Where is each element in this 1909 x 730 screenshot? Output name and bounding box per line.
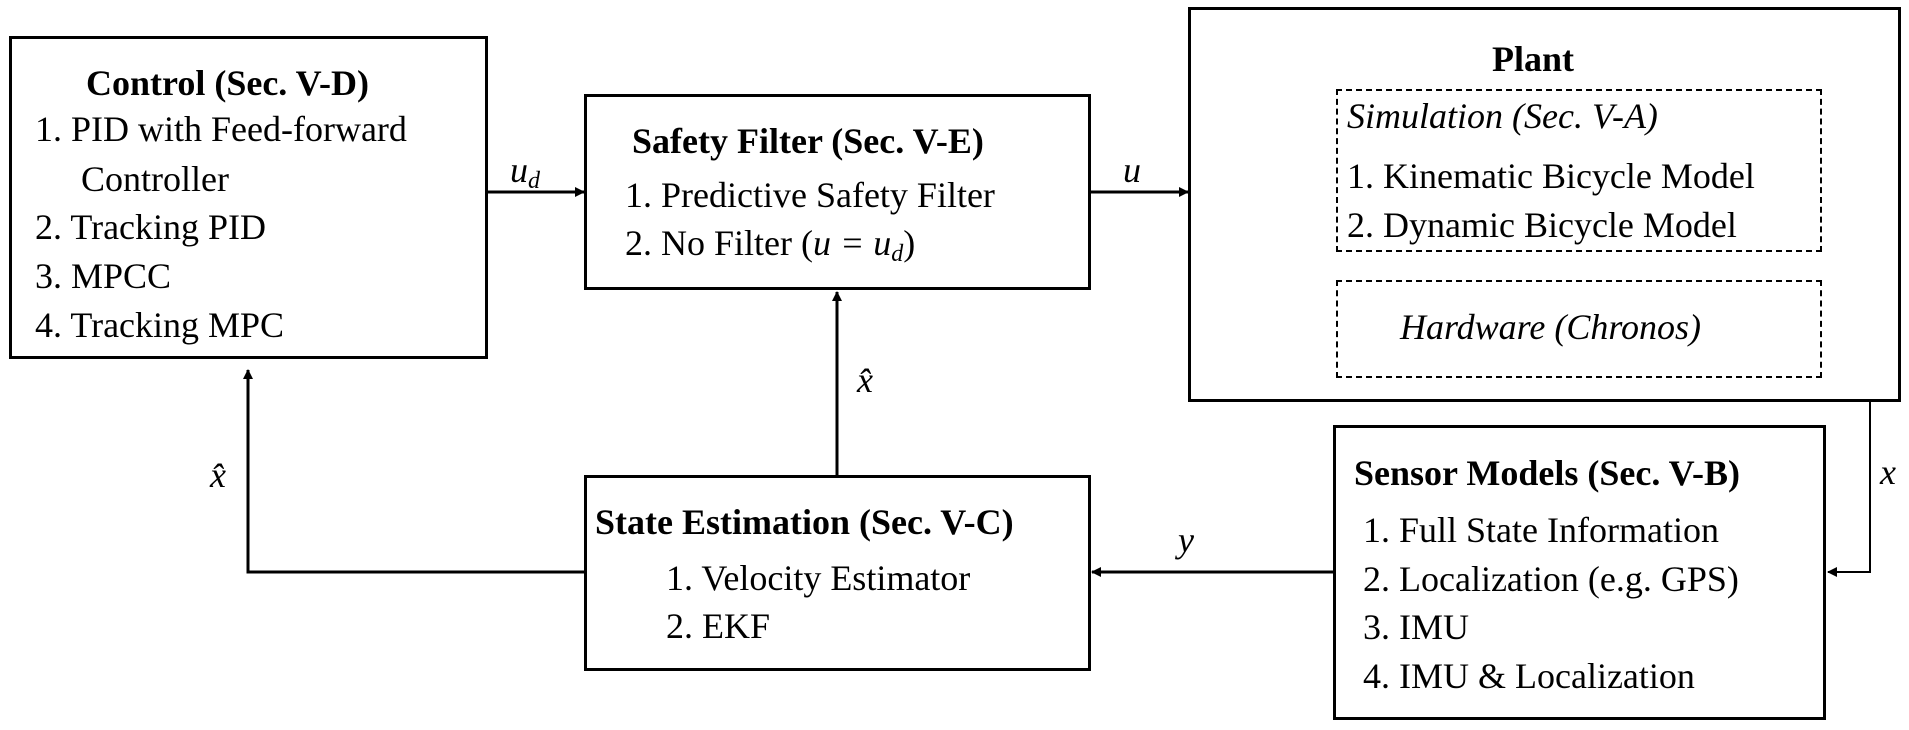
signal-xhat-middle-label: x̂ (857, 360, 873, 400)
simulation-box: Simulation (Sec. V-A) 1. Kinematic Bicyc… (1336, 89, 1822, 252)
sensor-models-item-2: 2. Localization (e.g. GPS) (1363, 559, 1739, 599)
simulation-item-1: 1. Kinematic Bicycle Model (1347, 156, 1755, 196)
plant-title: Plant (1492, 39, 1575, 79)
control-item-2: 2. Tracking PID (35, 207, 267, 247)
sensor-models-item-1: 1. Full State Information (1363, 510, 1719, 550)
hardware-label: Hardware (Chronos) (1400, 307, 1702, 347)
control-item-4: 4. Tracking MPC (35, 305, 285, 345)
simulation-title: Simulation (Sec. V-A) (1347, 96, 1658, 136)
state-estimation-block: State Estimation (Sec. V-C) 1. Velocity … (584, 475, 1091, 671)
signal-y-label: y (1178, 520, 1194, 560)
safety-filter-title: Safety Filter (Sec. V-E) (632, 121, 984, 161)
control-item-1-cont: Controller (81, 159, 229, 199)
no-filter-math: u = u (812, 223, 892, 263)
state-estimation-item-1: 1. Velocity Estimator (666, 558, 971, 598)
signal-x-label: x (1880, 452, 1896, 492)
sensor-models-title: Sensor Models (Sec. V-B) (1354, 453, 1740, 493)
signal-xhat-left-label: x̂ (210, 455, 226, 495)
arrow-xhat-left (243, 369, 584, 574)
safety-filter-item-1: 1. Predictive Safety Filter (625, 175, 995, 215)
hardware-box: Hardware (Chronos) (1336, 280, 1822, 378)
safety-filter-item-2: 2. No Filter (u = ud) (625, 223, 916, 266)
safety-filter-block: Safety Filter (Sec. V-E) 1. Predictive S… (584, 94, 1091, 290)
plant-block: Plant (1188, 7, 1901, 402)
sensor-models-block: Sensor Models (Sec. V-B) 1. Full State I… (1333, 425, 1826, 720)
state-estimation-title: State Estimation (Sec. V-C) (595, 502, 1014, 542)
sensor-models-item-4: 4. IMU & Localization (1363, 656, 1695, 696)
no-filter-close: ) (903, 223, 916, 263)
state-estimation-item-2: 2. EKF (666, 606, 771, 646)
control-block: Control (Sec. V-D) 1. PID with Feed-forw… (9, 36, 488, 359)
simulation-item-2: 2. Dynamic Bicycle Model (1347, 205, 1737, 245)
no-filter-sub: d (891, 241, 904, 267)
signal-u-label: u (1123, 150, 1141, 190)
control-item-3: 3. MPCC (35, 256, 172, 296)
control-title: Control (Sec. V-D) (86, 63, 369, 103)
sensor-models-item-3: 3. IMU (1363, 607, 1469, 647)
control-item-1: 1. PID with Feed-forward (35, 109, 407, 149)
no-filter-label: 2. No Filter ( (625, 223, 813, 263)
signal-ud-label: ud (510, 150, 540, 194)
